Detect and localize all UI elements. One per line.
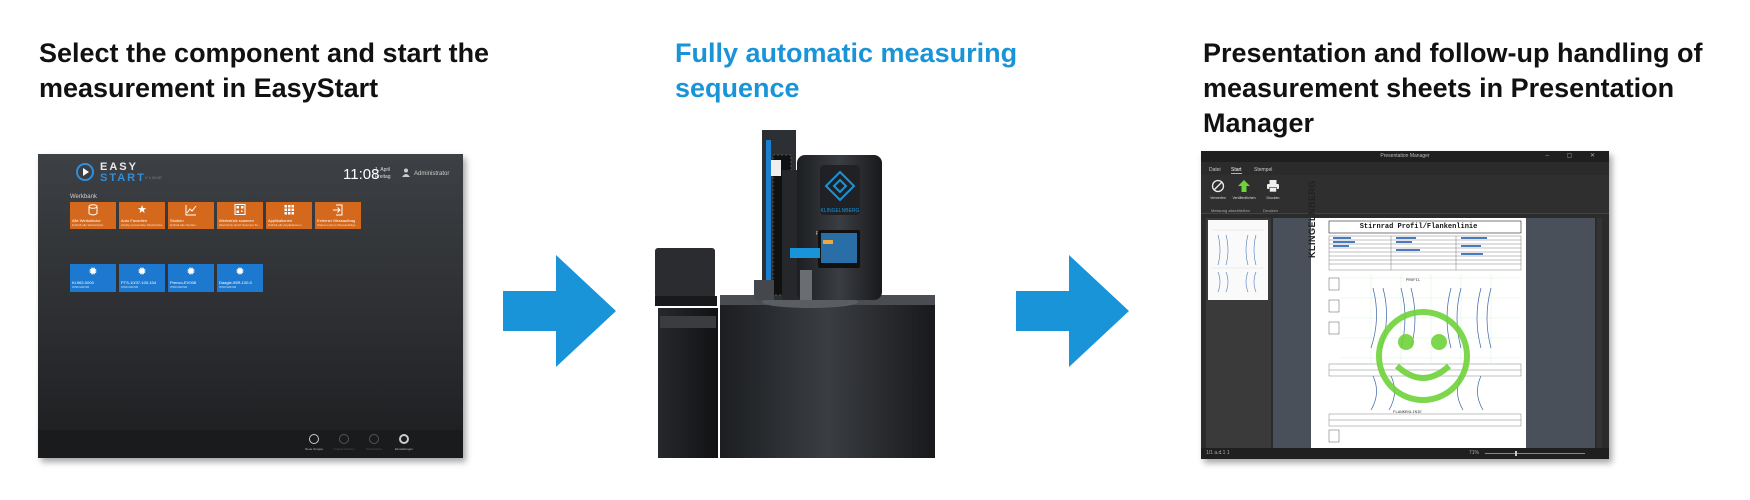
easystart-logo-icon [76, 163, 94, 181]
step-1-heading: Select the component and start the measu… [39, 38, 490, 103]
ribbon-group-messung: Messung abschließen [1211, 208, 1250, 213]
gear-icon: ✹ [235, 266, 245, 278]
step-2-heading: Fully automatic measuring sequence [675, 38, 1018, 103]
gear-icon: ✹ [186, 266, 196, 278]
right-arrow-icon [503, 255, 616, 367]
document-view[interactable]: Stirnrad Profil/Flankenlinie KLINGELNBER… [1273, 180, 1595, 448]
tab-start[interactable]: Start [1231, 167, 1242, 174]
zoom-slider-handle[interactable] [1515, 451, 1517, 456]
flank-line-label: FLANKENLINIE [1393, 411, 1422, 415]
thumbnail-pane[interactable] [1206, 218, 1271, 448]
settings-icon [399, 434, 409, 444]
presentation-manager-window: Presentation Manager – ▢ ✕ Datei Start S… [1201, 151, 1609, 459]
tile-alle-werkstuecke[interactable]: Alle Werkstücke Enthält alle Werkstücke [70, 202, 116, 229]
qr-code-icon [234, 204, 246, 215]
page-indicator: 1/1 a.d.1 1 [1206, 450, 1230, 456]
tile-auto-favoriten[interactable]: ★ Auto Favoriten Häufig verwendete Werks… [119, 202, 165, 229]
status-bar: 1/1 a.d.1 1 71% [1201, 448, 1609, 459]
print-icon [1267, 180, 1279, 193]
chart-icon [185, 205, 197, 216]
delete-icon [339, 434, 349, 444]
settings-button[interactable]: Einstellungen [390, 433, 418, 457]
folder-icon [309, 434, 319, 444]
move-button[interactable]: Verschieben [360, 433, 388, 457]
grid-icon [284, 205, 294, 215]
right-arrow-icon [1016, 255, 1129, 367]
thumbnail-graph [1212, 229, 1264, 293]
window-title: Presentation Manager [1201, 151, 1609, 162]
sheet-title: Stirnrad Profil/Flankenlinie [1359, 223, 1478, 231]
tile-workpiece-4[interactable]: ✹ Daagie-95R-100-0 WNK/HD/SR [217, 264, 263, 292]
user-name[interactable]: Administrator [414, 171, 450, 177]
section-title: Werkbank [70, 194, 97, 200]
publish-icon [1238, 180, 1250, 192]
clock-time: 11:08 [343, 166, 380, 183]
window-controls[interactable]: – ▢ ✕ [1545, 153, 1603, 159]
publish-button[interactable]: Veröffentlichen [1229, 178, 1259, 204]
ribbon-group-drucken: Drucken [1263, 208, 1278, 213]
measurement-sheet: Stirnrad Profil/Flankenlinie KLINGELNBER… [1307, 180, 1526, 448]
tile-externer-messauftrag[interactable]: Externer Messauftrag Startet externe Mes… [315, 202, 361, 229]
page-thumbnail[interactable] [1208, 220, 1268, 300]
measuring-machine-image: KLINGELNBERG P40 [655, 130, 935, 458]
version-label: V 1.00.57 [145, 175, 163, 180]
vertical-scrollbar[interactable] [1597, 218, 1602, 448]
tab-datei[interactable]: Datei [1209, 167, 1221, 173]
tile-werkstueck-scannen[interactable]: Werkstück scannen Werkstück durch Scanne… [217, 202, 263, 229]
move-icon [369, 434, 379, 444]
discard-button[interactable]: Verwerfen [1203, 178, 1233, 204]
clock-date: 1. April Freitag [375, 167, 391, 180]
tile-workpiece-2[interactable]: ✹ PTS-10/37-100-104 WNK/HD/SR [119, 264, 165, 292]
gear-icon: ✹ [88, 266, 98, 278]
tile-workpiece-1[interactable]: ✹ KL962-0000 WNK/HD/SR [70, 264, 116, 292]
sheet-graphics [1328, 220, 1522, 443]
easystart-screen: EASY START V 1.00.57 11:08 1. April Frei… [38, 154, 463, 458]
zoom-level: 71% [1469, 450, 1480, 456]
profile-label: PROFIL [1406, 279, 1421, 283]
ribbon: Verwerfen Veröffentlichen Drucken Messun… [1201, 175, 1609, 214]
machine-brand: KLINGELNBERG [821, 208, 860, 214]
star-icon: ★ [137, 204, 147, 216]
discard-icon [1211, 179, 1225, 193]
tile-workpiece-3[interactable]: ✹ Prenco-EV008 WNK/HD/SR [168, 264, 214, 292]
gear-icon: ✹ [137, 266, 147, 278]
user-icon [402, 168, 410, 177]
bottom-app-bar: Neue Gruppe Gruppe löschen Verschieben E… [38, 430, 463, 458]
new-group-button[interactable]: Neue Gruppe [300, 433, 328, 457]
easystart-logo-top: EASY [100, 161, 138, 173]
tab-stempel[interactable]: Stempel [1254, 167, 1273, 173]
tile-applikationen[interactable]: Applikationen Enthält alle Applikationen [266, 202, 312, 229]
import-icon [333, 204, 343, 216]
tile-studien[interactable]: Studien Enthält alle Studien [168, 202, 214, 229]
print-button[interactable]: Drucken [1258, 178, 1288, 204]
easystart-logo-bottom: START [100, 172, 146, 184]
zoom-slider[interactable] [1485, 451, 1585, 456]
step-3-heading: Presentation and follow-up handling of m… [1203, 38, 1703, 138]
database-icon [88, 204, 98, 216]
delete-group-button[interactable]: Gruppe löschen [330, 433, 358, 457]
